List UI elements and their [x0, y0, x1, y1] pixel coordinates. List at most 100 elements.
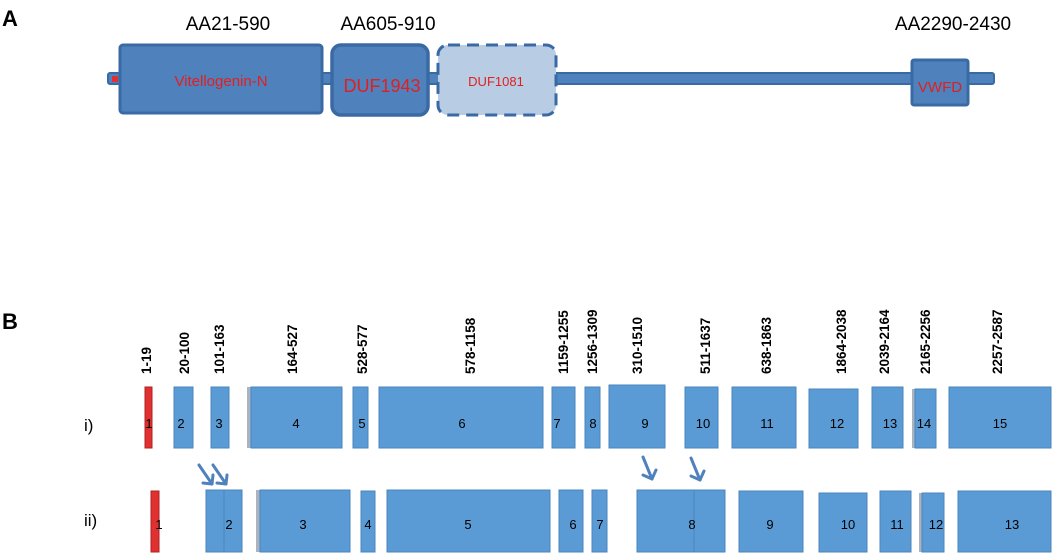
exon-number: 4 — [292, 416, 299, 431]
splice-arrows — [197, 455, 706, 486]
exon-number: 4 — [364, 517, 371, 532]
exon-block — [731, 386, 797, 449]
exon-block — [808, 388, 859, 449]
exon-number: 1 — [145, 416, 152, 431]
exon-range-label: 638-1863 — [759, 316, 774, 374]
exon-shadow — [919, 493, 923, 552]
exon-range-label: 1256-1309 — [585, 309, 600, 374]
exon-number: 6 — [569, 517, 576, 532]
exon-block — [360, 490, 376, 553]
arrow-icon — [197, 463, 215, 486]
exon-number: 3 — [215, 416, 222, 431]
arrow-icon — [211, 463, 229, 486]
exon-range-label: 2165-2256 — [918, 309, 933, 374]
domain-duf1081 — [436, 43, 558, 117]
exon-number: 1 — [155, 517, 162, 532]
exon-block — [223, 489, 243, 553]
exon-range-label: 1864-2038 — [834, 309, 849, 374]
exon-block — [173, 386, 194, 449]
exon-range-label: 1159-1255 — [556, 310, 571, 374]
panel-b: B 1-19 20-100 101-163 164-527 528-577 57… — [2, 309, 1052, 553]
exon-block — [738, 490, 804, 553]
exon-number: 12 — [929, 517, 943, 532]
exon-block — [948, 386, 1052, 449]
exon-number: 12 — [830, 416, 844, 431]
domain-range-duf1943: AA605-910 — [340, 14, 435, 35]
exon-number: 9 — [641, 416, 648, 431]
exon-row-i: i) 1 2 3 4 5 6 7 8 9 10 11 — [84, 384, 1052, 449]
panel-label-b: B — [2, 309, 18, 334]
exon-block — [205, 489, 225, 553]
exon-number: 2 — [225, 517, 232, 532]
exon-block — [551, 386, 576, 449]
exon-block — [584, 386, 601, 449]
exon-range-label: 164-527 — [285, 324, 300, 374]
domain-name-vitellogenin: Vitellogenin-N — [174, 73, 267, 90]
exon-number: 13 — [883, 416, 897, 431]
exon-number: 7 — [596, 517, 603, 532]
exon-block — [259, 489, 351, 553]
exon-number: 5 — [464, 517, 471, 532]
exon-block — [879, 490, 912, 553]
exon-range-labels: 1-19 20-100 101-163 164-527 528-577 578-… — [139, 309, 1005, 374]
row-label-ii: ii) — [84, 511, 97, 530]
exon-block — [636, 489, 695, 553]
exon-range-label: 1-19 — [139, 347, 154, 374]
exon-block — [144, 386, 153, 449]
exon-range-label: 528-577 — [355, 324, 370, 374]
exon-block — [608, 384, 666, 449]
domain-range-vitellogenin: AA21-590 — [186, 14, 271, 35]
exon-block — [210, 386, 230, 449]
row-label-i: i) — [84, 416, 93, 435]
exon-number: 15 — [993, 416, 1007, 431]
exon-number: 14 — [917, 416, 931, 431]
exon-number: 5 — [358, 416, 365, 431]
panel-a: A AA21-590 Vitellogenin-N AA605-910 DUF1… — [2, 6, 1011, 117]
exon-range-label: 2257-2587 — [990, 309, 1005, 374]
exon-range-label: 101-163 — [212, 324, 227, 374]
exon-block — [250, 386, 343, 449]
exon-shadow — [247, 387, 253, 448]
domain-name-vwfd: VWFD — [918, 79, 962, 96]
exon-number: 7 — [553, 416, 560, 431]
exon-block — [921, 492, 945, 553]
exon-block — [558, 489, 584, 553]
exon-number: 11 — [890, 517, 904, 532]
exon-block — [914, 388, 937, 449]
arrow-icon — [689, 456, 706, 482]
exon-range-label: 2039-2164 — [877, 309, 892, 374]
exon-block — [150, 490, 160, 553]
domain-duf1943 — [330, 43, 430, 117]
domain-vitellogenin-n — [118, 43, 324, 115]
exon-number: 8 — [589, 416, 596, 431]
exon-block — [871, 386, 904, 449]
exon-block — [818, 492, 868, 553]
signal-peptide-marker — [112, 76, 118, 82]
exon-range-label: 511-1637 — [698, 318, 713, 374]
exon-range-label: 310-1510 — [630, 317, 645, 374]
exon-number: 8 — [688, 517, 695, 532]
exon-number: 13 — [1005, 517, 1019, 532]
exon-block — [352, 386, 369, 449]
exon-block — [957, 490, 1052, 553]
exon-number: 3 — [299, 517, 306, 532]
exon-number: 10 — [841, 517, 855, 532]
exon-row-ii: ii) 1 2 3 4 5 6 7 8 9 10 — [84, 489, 1052, 553]
exon-number: 11 — [760, 416, 774, 431]
panel-label-a: A — [2, 6, 18, 31]
exon-number: 6 — [458, 416, 465, 431]
domain-vwfd — [910, 58, 970, 107]
exon-number: 10 — [696, 416, 710, 431]
exon-number: 2 — [177, 416, 184, 431]
exon-block — [386, 489, 551, 553]
domain-range-vwfd: AA2290-2430 — [895, 14, 1011, 35]
arrow-icon — [641, 455, 658, 481]
exon-range-label: 20-100 — [177, 332, 192, 374]
exon-block — [693, 489, 726, 553]
exon-number: 9 — [766, 517, 773, 532]
exon-block — [591, 489, 608, 553]
exon-block — [684, 386, 719, 449]
domain-name-duf1943: DUF1943 — [343, 76, 420, 96]
exon-range-label: 578-1158 — [463, 317, 478, 374]
exon-shadow — [912, 389, 916, 448]
